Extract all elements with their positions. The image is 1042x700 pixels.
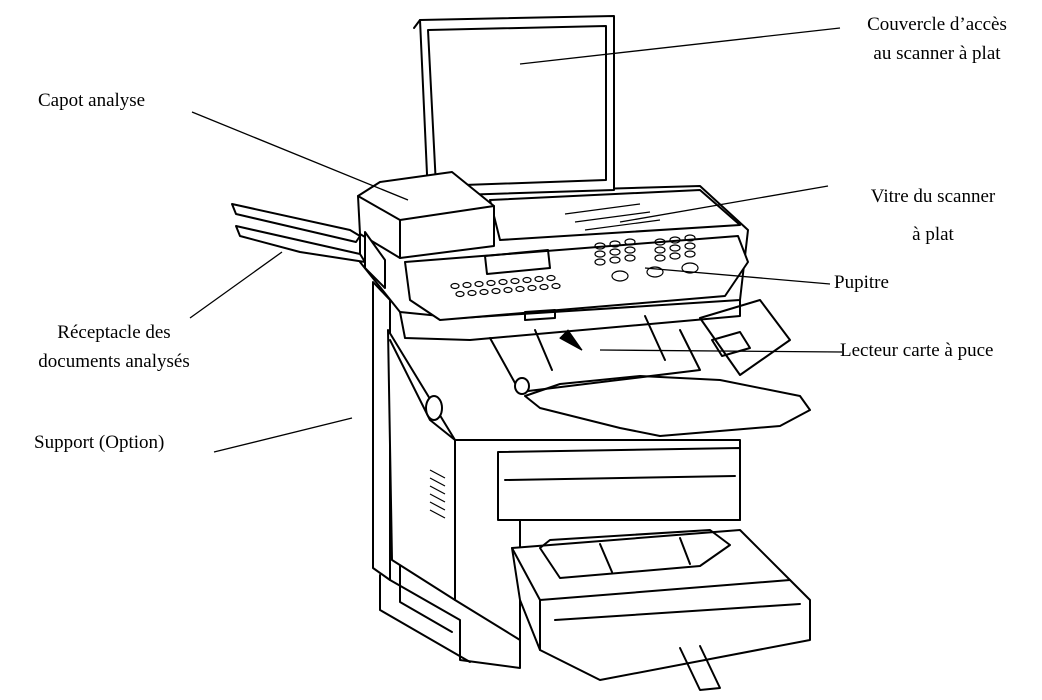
label-stand: Support (Option) xyxy=(34,432,165,453)
leader-output-tray xyxy=(189,251,283,319)
printer-body xyxy=(387,329,741,641)
label-output-tray-line2: documents analysés xyxy=(38,351,190,372)
label-glass-line1: Vitre du scanner xyxy=(870,186,996,207)
label-panel: Pupitre xyxy=(834,272,889,293)
control-panel-art xyxy=(404,234,749,321)
label-glass: Vitre du scanner à plat xyxy=(836,178,1030,254)
print-output-tray xyxy=(489,299,811,437)
card-reader-arrow-shaft xyxy=(559,337,583,351)
label-output-tray-line1: Réceptacle des xyxy=(57,322,171,343)
scanner-lid xyxy=(413,15,615,197)
label-adf-cover: Capot analyse xyxy=(38,90,146,111)
label-cover-line2: au scanner à plat xyxy=(873,43,1001,64)
leader-lines xyxy=(189,27,843,453)
label-card-reader: Lecteur carte à puce xyxy=(840,340,994,361)
leader-cover xyxy=(519,27,841,65)
leader-stand xyxy=(213,417,353,453)
label-cover-line1: Couvercle d’accès xyxy=(867,14,1007,35)
label-cover: Couvercle d’accès au scanner à plat xyxy=(832,10,1042,68)
leader-glass xyxy=(619,185,829,223)
leader-card-reader xyxy=(599,349,843,353)
paper-cassette xyxy=(511,529,811,691)
label-glass-line2: à plat xyxy=(912,224,954,245)
leader-panel xyxy=(644,267,831,285)
document-output-tray xyxy=(231,203,366,263)
label-output-tray: Réceptacle des documents analysés xyxy=(2,318,226,376)
leader-adf-cover xyxy=(191,111,409,201)
